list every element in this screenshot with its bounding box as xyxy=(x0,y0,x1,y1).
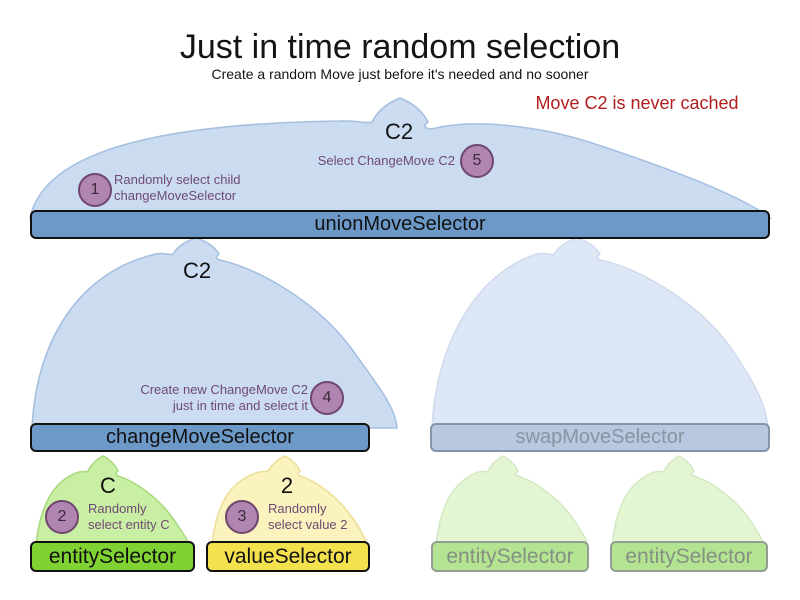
step-note-2-line1: Randomly xyxy=(88,501,147,516)
step-note-4: Create new ChangeMove C2 just in time an… xyxy=(115,382,308,414)
entity-selector-bar: entitySelector xyxy=(30,541,195,572)
step-note-3-line1: Randomly xyxy=(268,501,327,516)
step-note-1: Randomly select child changeMoveSelector xyxy=(114,172,240,204)
move-label-entity-c: C xyxy=(100,473,116,498)
move-label-c2-top: C2 xyxy=(384,119,414,144)
changemove-funnel-shape xyxy=(31,237,398,429)
step-note-4-line2: just in time and select it xyxy=(172,398,308,413)
move-label-value-2: 2 xyxy=(280,473,294,498)
step-note-5: Select ChangeMove C2 xyxy=(295,153,455,169)
move-label-c2-mid: C2 xyxy=(182,258,212,283)
swap-entity-funnel-shape-1 xyxy=(435,455,589,547)
step-badge-2: 2 xyxy=(45,500,79,534)
step-badge-5: 5 xyxy=(460,144,494,178)
swap-entity-selector-bar-1: entitySelector xyxy=(431,541,589,572)
swap-entity-selector-bar-2: entitySelector xyxy=(610,541,768,572)
swapmove-funnel-shape xyxy=(431,237,769,429)
step-badge-3: 3 xyxy=(225,500,259,534)
value-selector-bar: valueSelector xyxy=(206,541,370,572)
union-move-selector-bar: unionMoveSelector xyxy=(30,210,770,239)
step-note-2-line2: select entity C xyxy=(88,517,170,532)
step-note-4-line1: Create new ChangeMove C2 xyxy=(140,382,308,397)
step-note-3-line2: select value 2 xyxy=(268,517,348,532)
step-note-3: Randomly select value 2 xyxy=(268,501,348,533)
step-badge-4: 4 xyxy=(310,381,344,415)
step-note-1-line1: Randomly select child xyxy=(114,172,241,187)
warning-note: Move C2 is never cached xyxy=(535,93,739,113)
step-note-1-line2: changeMoveSelector xyxy=(114,188,237,203)
union-funnel-shape xyxy=(29,97,773,219)
page-title: Just in time random selection xyxy=(179,28,621,66)
step-note-2: Randomly select entity C xyxy=(88,501,170,533)
swap-move-selector-bar: swapMoveSelector xyxy=(430,423,770,452)
swap-entity-funnel-shape-2 xyxy=(611,455,765,547)
step-badge-1: 1 xyxy=(78,173,112,207)
change-move-selector-bar: changeMoveSelector xyxy=(30,423,370,452)
page-subtitle: Create a random Move just before it's ne… xyxy=(211,66,589,82)
step-note-5-line1: Select ChangeMove C2 xyxy=(317,153,455,168)
